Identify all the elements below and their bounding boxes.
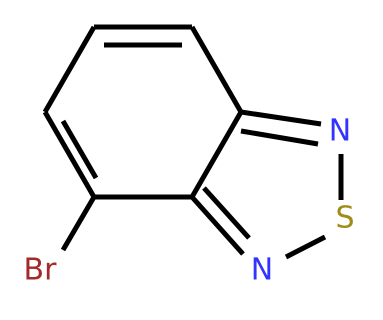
atom-label-sulfur: S	[335, 201, 354, 236]
bond-c3-n-upper	[240, 109, 322, 127]
bond-c3-n-upper-inner	[240, 128, 319, 147]
bond-c5-br	[60, 195, 97, 252]
bond-c5-c6	[42, 110, 97, 199]
benzene-ring	[42, 24, 244, 200]
bond-c5-c6-inner	[60, 119, 99, 180]
bond-c6-c1	[42, 25, 97, 114]
atom-label-n-lower: N	[251, 253, 273, 288]
atom-label-bromine: Br	[24, 253, 58, 288]
bond-c3-c4	[189, 110, 244, 199]
bond-s-n-lower	[284, 234, 327, 260]
bond-n-lower-c4-inner	[202, 186, 251, 240]
thiadiazole-ring	[190, 109, 344, 260]
atom-label-n-upper: N	[329, 114, 351, 149]
bond-n-lower-c4	[190, 195, 245, 256]
bond-c2-c3	[189, 25, 244, 114]
